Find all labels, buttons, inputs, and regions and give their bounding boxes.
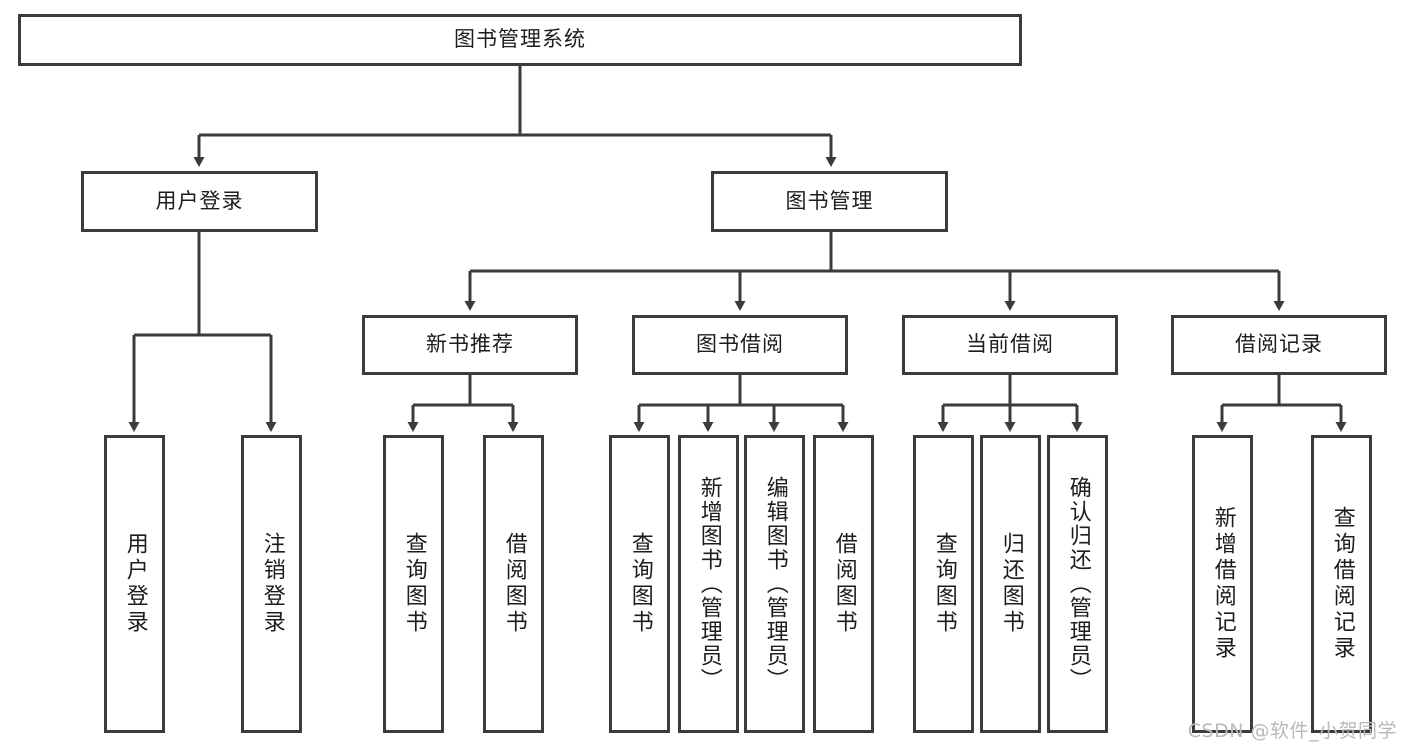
node-borrow-records[interactable]: 借阅记录: [1171, 315, 1387, 375]
node-label: 查询图书: [627, 532, 653, 636]
node-leaf-return-book[interactable]: 归还图书: [980, 435, 1041, 733]
node-label: 新增图书（管理员）: [696, 476, 722, 692]
node-label: 借阅图书: [501, 532, 527, 636]
node-label: 归还图书: [998, 532, 1024, 636]
node-label: 查询借阅记录: [1329, 506, 1355, 662]
node-leaf-add-borrow-record[interactable]: 新增借阅记录: [1192, 435, 1253, 733]
node-label: 图书管理: [785, 188, 874, 213]
node-book-management[interactable]: 图书管理: [711, 171, 948, 232]
node-label: 查询图书: [931, 532, 957, 636]
node-leaf-confirm-return-admin[interactable]: 确认归还（管理员）: [1047, 435, 1108, 733]
node-label: 用户登录: [122, 532, 148, 636]
node-leaf-query-book-borrow[interactable]: 查询图书: [609, 435, 670, 733]
node-label: 注销登录: [259, 532, 285, 636]
node-leaf-query-borrow-record[interactable]: 查询借阅记录: [1311, 435, 1372, 733]
node-label: 新书推荐: [426, 332, 514, 357]
node-new-book-recommend[interactable]: 新书推荐: [362, 315, 578, 375]
node-root-book-management-system[interactable]: 图书管理系统: [18, 14, 1022, 66]
node-label: 当前借阅: [966, 332, 1054, 357]
node-book-borrow[interactable]: 图书借阅: [632, 315, 848, 375]
node-label: 借阅图书: [831, 532, 857, 636]
node-label: 图书借阅: [696, 332, 784, 357]
node-label: 用户登录: [155, 188, 244, 213]
node-leaf-borrow-book[interactable]: 借阅图书: [813, 435, 874, 733]
node-label: 查询图书: [401, 532, 427, 636]
node-user-login[interactable]: 用户登录: [81, 171, 318, 232]
node-label: 确认归还（管理员）: [1065, 476, 1091, 692]
node-label: 新增借阅记录: [1210, 506, 1236, 662]
node-label: 图书管理系统: [454, 27, 586, 52]
node-leaf-edit-book-admin[interactable]: 编辑图书（管理员）: [744, 435, 805, 733]
node-leaf-add-book-admin[interactable]: 新增图书（管理员）: [678, 435, 739, 733]
node-leaf-borrow-book-recommend[interactable]: 借阅图书: [483, 435, 544, 733]
node-label: 编辑图书（管理员）: [762, 476, 788, 692]
node-leaf-user-login[interactable]: 用户登录: [104, 435, 165, 733]
node-leaf-query-book-current[interactable]: 查询图书: [913, 435, 974, 733]
node-leaf-query-book-recommend[interactable]: 查询图书: [383, 435, 444, 733]
watermark: CSDN @软件_小贺同学: [1187, 720, 1397, 742]
node-label: 借阅记录: [1235, 332, 1323, 357]
node-leaf-logout[interactable]: 注销登录: [241, 435, 302, 733]
node-current-borrow[interactable]: 当前借阅: [902, 315, 1118, 375]
